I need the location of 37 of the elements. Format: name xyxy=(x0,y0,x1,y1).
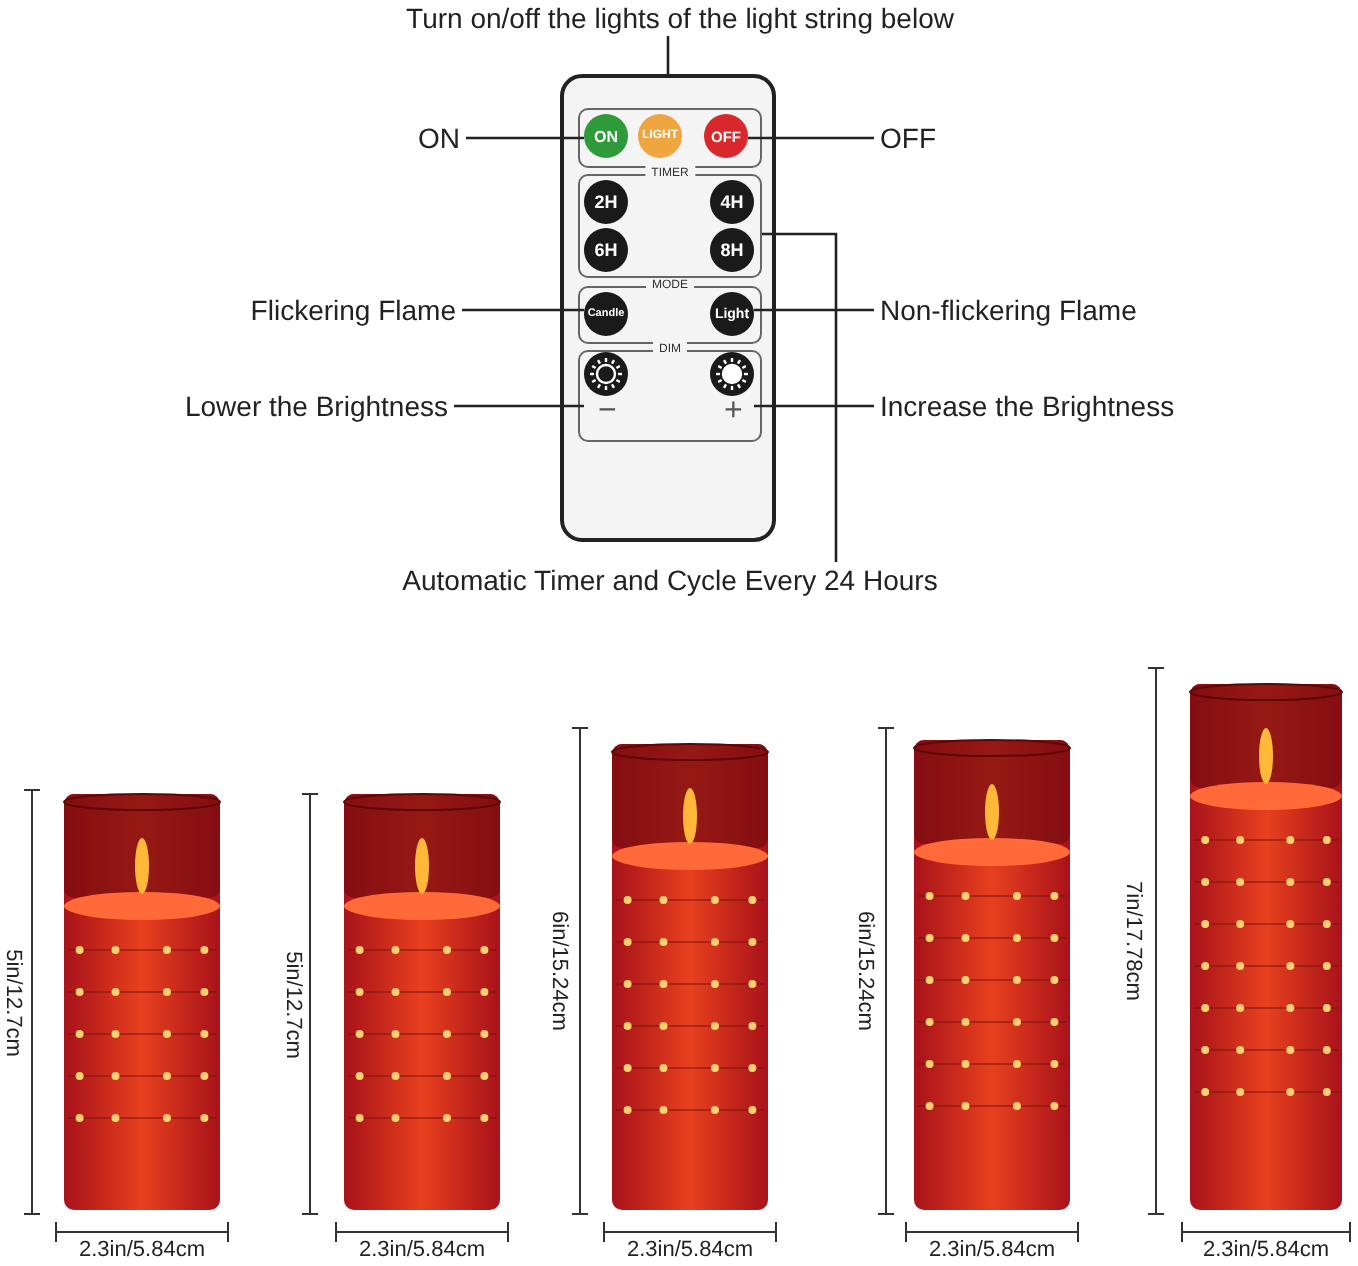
callout-text: Turn on/off the lights of the light string below xyxy=(380,0,980,36)
sign-symbol: − xyxy=(598,398,617,424)
dimension-label: 2.3in/5.84cm xyxy=(625,1238,755,1264)
callout-text: OFF xyxy=(880,120,960,156)
remote-button: 8H xyxy=(710,228,754,272)
leader-line xyxy=(748,136,874,140)
dimension-label: 5in/12.7cm xyxy=(279,948,305,1062)
remote-button: ON xyxy=(584,114,628,158)
leader-line xyxy=(454,404,584,408)
remote-control-body xyxy=(560,74,776,542)
leader-line xyxy=(754,308,874,312)
sun-icon xyxy=(710,352,754,396)
callout-text: ON xyxy=(392,120,460,156)
dimension-label: 2.3in/5.84cm xyxy=(927,1238,1057,1264)
dimension-label: 5in/12.7cm xyxy=(0,946,25,1060)
dimension-label: 2.3in/5.84cm xyxy=(77,1238,207,1264)
remote-button: 2H xyxy=(584,180,628,224)
leader-line xyxy=(666,36,670,74)
leader-line xyxy=(754,404,874,408)
dimension-label: 2.3in/5.84cm xyxy=(357,1238,487,1264)
sun-icon xyxy=(584,352,628,396)
dimension-label: 6in/15.24cm xyxy=(545,909,571,1035)
callout-text: Increase the Brightness xyxy=(880,388,1220,424)
remote-button: 4H xyxy=(710,180,754,224)
callout-text: Non-flickering Flame xyxy=(880,292,1180,328)
leader-line xyxy=(466,136,584,140)
sign-symbol: + xyxy=(724,398,743,424)
dimension-label: 7in/17.78cm xyxy=(1119,879,1145,1005)
leader-line xyxy=(762,232,838,562)
dimension-label: 2.3in/5.84cm xyxy=(1201,1238,1331,1264)
callout-text: Automatic Timer and Cycle Every 24 Hours xyxy=(360,562,980,598)
callout-text: Lower the Brightness xyxy=(132,388,448,424)
remote-button: 6H xyxy=(584,228,628,272)
callout-text: Flickering Flame xyxy=(192,292,456,328)
leader-line xyxy=(462,308,584,312)
button-panel xyxy=(578,108,762,168)
dimension-label: 6in/15.24cm xyxy=(851,909,877,1035)
